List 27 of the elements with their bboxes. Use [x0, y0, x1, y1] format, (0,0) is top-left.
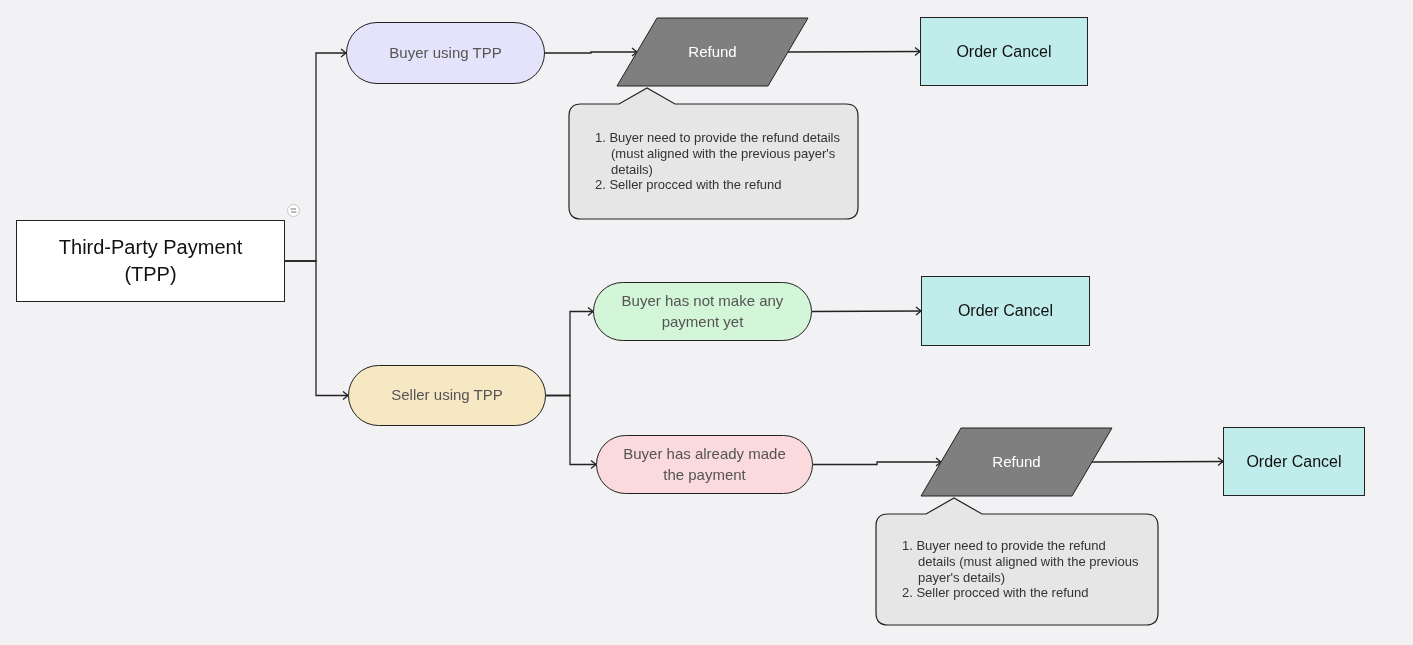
node-label: Third-Party Payment (TPP) [57, 235, 244, 287]
connector-arrow [812, 457, 942, 467]
node-label: Buyer has not make any payment yet [620, 291, 785, 332]
note-text: 1. Buyer need to provide the refund details (must aligned with the previous payer's details) [595, 129, 841, 178]
node-label: Seller using TPP [391, 385, 503, 406]
node-label: Order Cancel [956, 41, 1052, 62]
note-callout [569, 88, 858, 219]
process-box [921, 276, 1090, 346]
note-callout [876, 498, 1158, 625]
process-box [16, 220, 285, 302]
note-text: 1. Buyer need to provide the refund details (must aligned with the previous payer's details) [902, 537, 1140, 586]
node-label: Buyer using TPP [389, 42, 502, 63]
connector-arrow [545, 394, 597, 470]
node-label: Order Cancel [957, 301, 1054, 322]
node-label: Refund [688, 41, 737, 62]
note-text: 2. Seller procced with the refund [595, 177, 782, 194]
connector-arrow [284, 260, 349, 401]
node-label: Order Cancel [1246, 451, 1342, 472]
connector-arrow [544, 47, 638, 57]
process-box [1223, 427, 1365, 496]
connector-arrow [1091, 456, 1224, 467]
node-label: Refund [992, 451, 1041, 472]
connector-arrow [787, 46, 921, 57]
process-box [920, 17, 1088, 86]
node-label: Buyer has already made the payment [622, 444, 787, 485]
connector-arrow [811, 306, 922, 316]
note-text: 2. Seller procced with the refund [902, 585, 1089, 602]
